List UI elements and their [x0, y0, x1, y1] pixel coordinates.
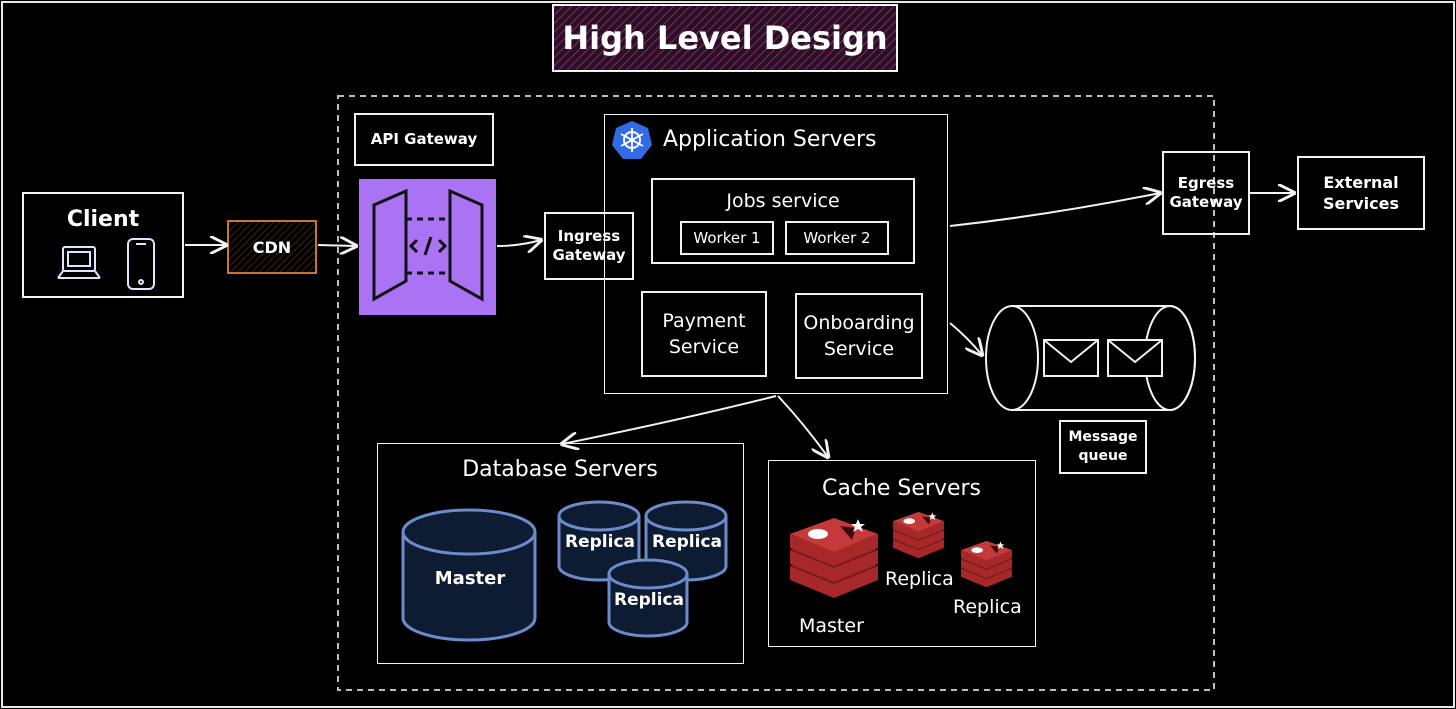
- cdn-label: CDN: [252, 237, 292, 257]
- database-servers-title: Database Servers: [462, 456, 658, 482]
- cache-master-label: Master: [799, 615, 864, 637]
- message-queue-line2: queue: [1078, 448, 1128, 464]
- kubernetes-icon: [612, 121, 652, 159]
- database-icon: [401, 500, 728, 642]
- payment-service-line2: Service: [668, 336, 740, 358]
- db-replica-2-label: Replica: [652, 532, 722, 552]
- ingress-gateway-line2: Gateway: [552, 246, 626, 264]
- worker-1-box: Worker 1: [680, 221, 774, 255]
- arrow-app-queue: [949, 322, 982, 355]
- onboarding-service-line1: Onboarding: [803, 312, 915, 334]
- cache-replica-2-label: Replica: [953, 596, 1022, 618]
- api-gateway-label: API Gateway: [354, 113, 494, 166]
- phone-icon: [127, 238, 155, 290]
- client-box: Client: [22, 192, 184, 298]
- database-servers-box: Database Servers Master Replica Replica …: [377, 443, 744, 664]
- app-servers-title: Application Servers: [663, 127, 877, 152]
- payment-service-line1: Payment: [662, 310, 746, 332]
- jobs-service-label: Jobs service: [726, 190, 840, 212]
- envelope-icon: [1043, 339, 1163, 377]
- egress-gateway-box: Egress Gateway: [1162, 151, 1250, 235]
- external-services-line1: External: [1323, 173, 1399, 192]
- system-boundary: [337, 95, 1215, 691]
- arrow-cdn-api: [317, 245, 356, 246]
- redis-icon: [790, 511, 1013, 598]
- cache-replica-1-label: Replica: [885, 568, 954, 590]
- api-gateway-icon: [372, 188, 484, 302]
- cache-servers-title: Cache Servers: [821, 475, 982, 501]
- laptop-icon: [57, 246, 101, 279]
- message-queue-line1: Message: [1068, 429, 1138, 445]
- arrow-app-egress: [949, 193, 1160, 227]
- db-replica-1-label: Replica: [565, 532, 635, 552]
- external-services-box: External Services: [1297, 156, 1425, 230]
- jobs-service-box: Jobs service Worker 1 Worker 2: [651, 178, 915, 264]
- message-queue-label-box: Message queue: [1059, 420, 1147, 474]
- title-box: [552, 4, 898, 72]
- client-label: Client: [66, 206, 140, 232]
- page-title: High Level Design: [562, 19, 888, 57]
- db-master-label: Master: [434, 567, 506, 589]
- onboarding-service-box: Onboarding Service: [795, 293, 923, 379]
- egress-gateway-line2: Gateway: [1169, 193, 1243, 211]
- egress-gateway-line1: Egress: [1177, 174, 1235, 192]
- arrow-app-cache: [777, 395, 828, 457]
- worker-2-box: Worker 2: [785, 221, 889, 255]
- external-services-line2: Services: [1322, 194, 1400, 213]
- arrow-api-ingress: [496, 240, 541, 246]
- cdn-box-shape: [227, 220, 317, 274]
- arrow-app-db: [562, 395, 777, 444]
- message-queue-shape: [985, 305, 1196, 411]
- db-replica-3-label: Replica: [614, 590, 684, 610]
- cache-servers-box: Cache Servers Master Replica Replica: [768, 460, 1036, 647]
- app-servers-box: Application Servers Jobs service Worker …: [604, 114, 948, 394]
- onboarding-service-line2: Service: [823, 338, 895, 360]
- payment-service-box: Payment Service: [641, 291, 767, 377]
